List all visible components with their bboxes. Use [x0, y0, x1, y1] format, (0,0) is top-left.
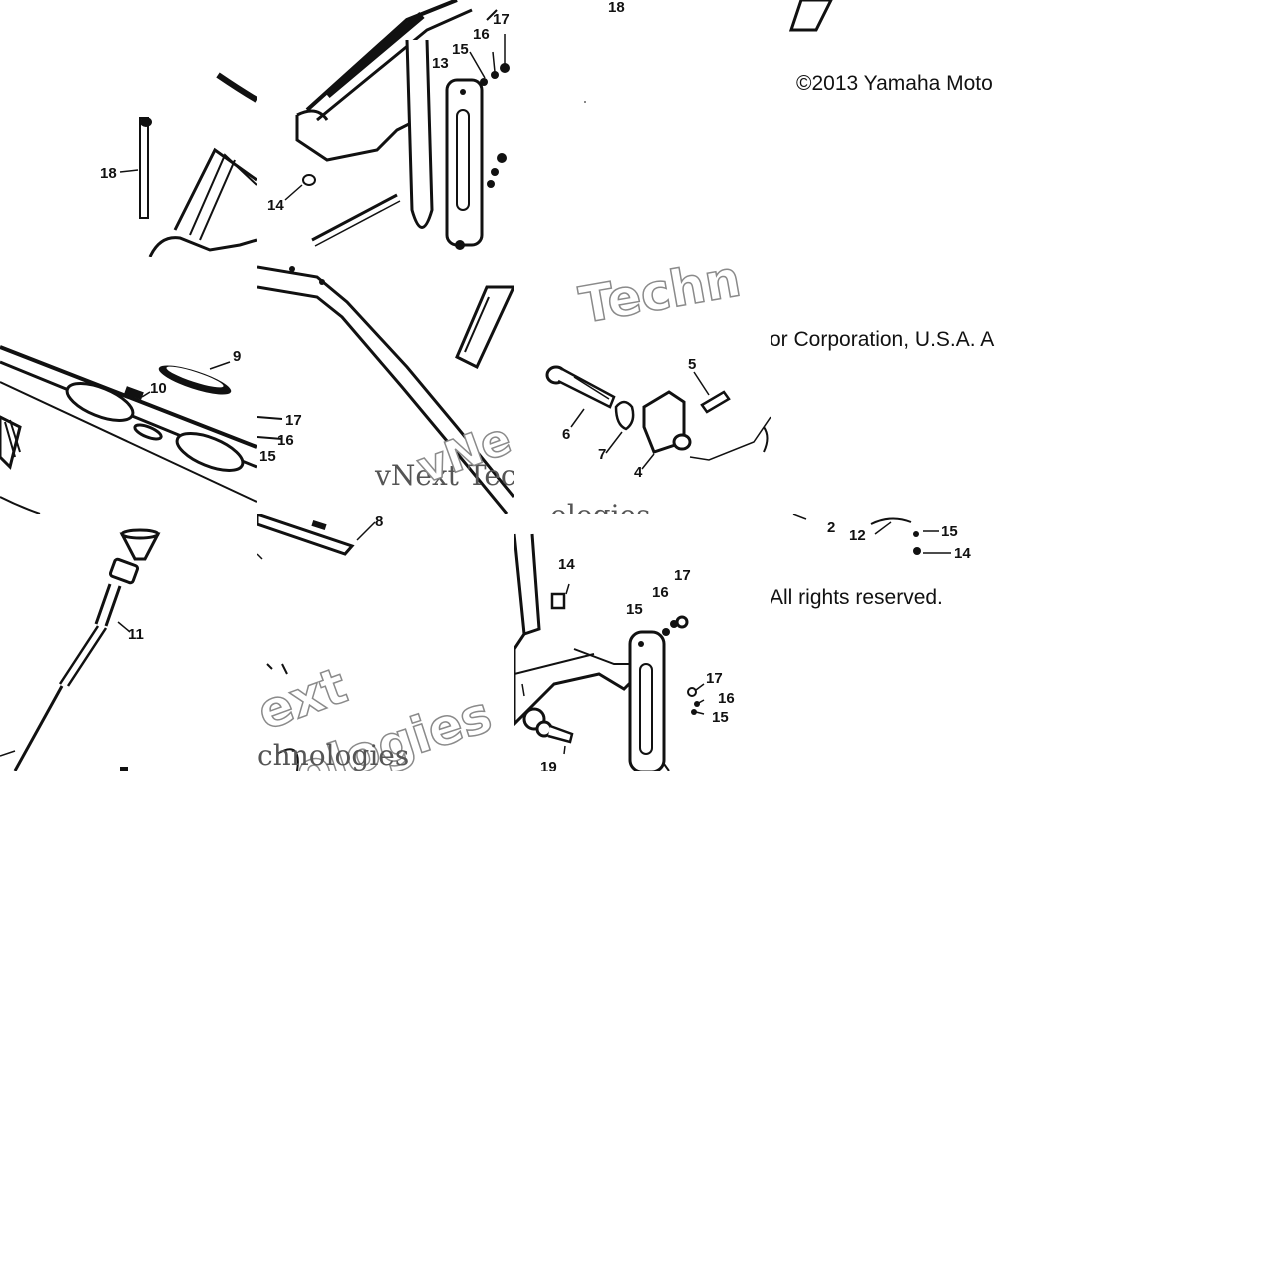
parts-drawing [788, 0, 833, 32]
callout-2: 2 [827, 519, 836, 536]
diagram-tile-r2c0: 11 [0, 514, 257, 771]
callout-14: 14 [558, 556, 575, 573]
callout-6: 6 [562, 426, 571, 443]
diagram-tile-r0c1: 13 15 16 17 14 [257, 0, 514, 257]
diagram-tile-r0c3: 14 ©2013 Yamaha Moto [771, 0, 1028, 257]
callout-13: 13 [432, 55, 449, 72]
callout-14: 14 [954, 545, 971, 562]
diagram-tile-r1c1: 17 16 15 vNext Tec vNe [257, 257, 514, 514]
callout-14: 14 [267, 197, 284, 214]
callout-16: 16 [652, 584, 669, 601]
diagram-tile-r2c1: 8 ext ologies chnologies [257, 514, 514, 771]
callout-16: 16 [277, 432, 294, 449]
parts-drawing [284, 0, 510, 250]
callout-10: 10 [150, 380, 167, 397]
callout-9: 9 [233, 348, 242, 365]
parts-drawing [119, 72, 257, 257]
callout-15: 15 [941, 523, 958, 540]
callout-18: 18 [100, 165, 117, 182]
callout-19: 19 [540, 759, 557, 771]
callout-15: 15 [712, 709, 729, 726]
callout-17: 17 [493, 11, 510, 28]
watermark-ologies: ologies [550, 502, 651, 515]
callout-15: 15 [259, 448, 276, 465]
copyright-line-1: ©2013 Yamaha Moto [796, 72, 993, 95]
diagram-tile-r0c0: 18 [0, 0, 257, 257]
diagram-tile-r2c2: 14 15 16 17 17 16 15 19 [514, 514, 771, 771]
copyright-line-3: All rights reserved. [771, 586, 943, 609]
parts-drawing [792, 514, 951, 555]
watermark-vnext-tec: vNext Tec [375, 459, 514, 492]
parts-drawing [0, 528, 161, 771]
parts-drawing [257, 265, 514, 514]
diagram-tile-r1c0: 9 10 [0, 257, 257, 514]
callout-7: 7 [598, 446, 607, 463]
callout-17: 17 [674, 567, 691, 584]
callout-17: 17 [285, 412, 302, 429]
callout-16: 16 [473, 26, 490, 43]
parts-drawing [545, 365, 771, 470]
callout-15: 15 [626, 601, 643, 618]
callout-18: 18 [608, 0, 625, 16]
parts-drawing [514, 533, 705, 771]
callout-11: 11 [128, 626, 144, 643]
callout-4: 4 [634, 464, 643, 481]
callout-5: 5 [688, 356, 697, 373]
callout-8: 8 [375, 514, 384, 530]
parts-drawing [584, 101, 586, 103]
callout-12: 12 [849, 527, 866, 544]
watermark-chnologies: chnologies [257, 739, 410, 771]
copyright-line-2: or Corporation, U.S.A. A [771, 328, 995, 351]
parts-drawing [257, 514, 376, 771]
diagram-tile-r1c2: Techn 5 6 7 4 ologies [514, 257, 771, 514]
parts-drawing [0, 345, 257, 514]
diagram-tile-r1c3: or Corporation, U.S.A. A 3 [771, 257, 1028, 514]
diagram-tile-r2c3: 2 12 15 14 All rights reserved. [771, 514, 1028, 771]
callout-16: 16 [718, 690, 735, 707]
callout-15: 15 [452, 41, 469, 58]
callout-17: 17 [706, 670, 723, 687]
diagram-tile-r0c2: 18 [514, 0, 771, 257]
